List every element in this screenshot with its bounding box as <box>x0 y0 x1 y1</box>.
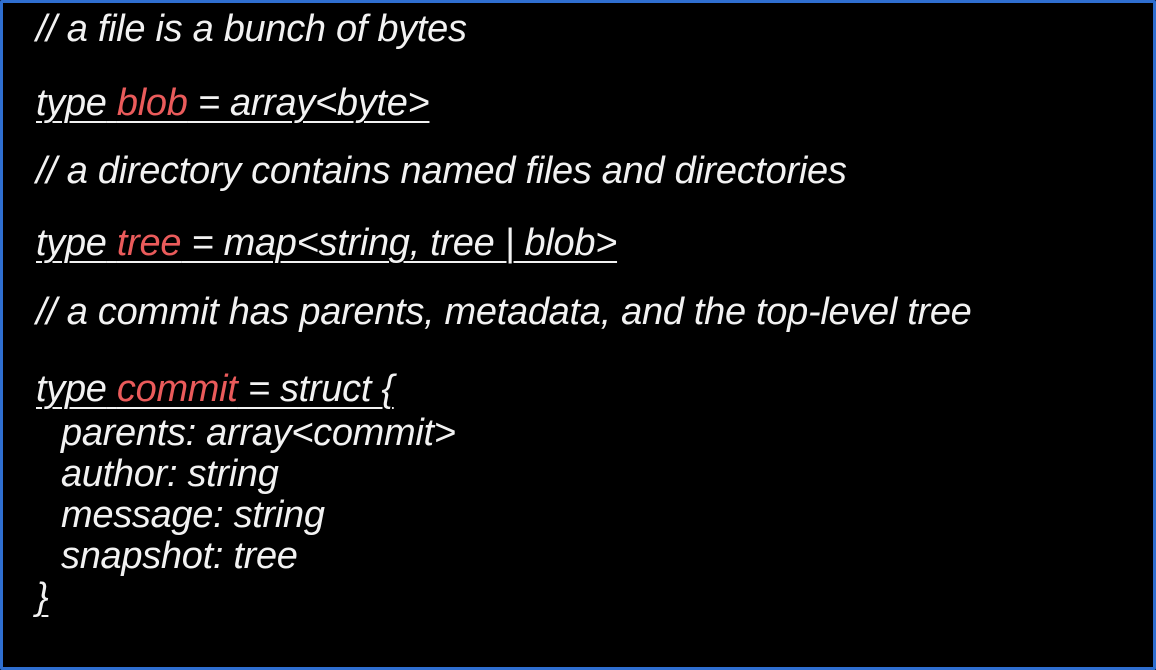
commit-field-author: author: string <box>61 453 279 495</box>
commit-type-definition: = struct { <box>237 368 394 410</box>
tree-type-definition: = map<string, tree | blob> <box>181 222 618 264</box>
struct-closing-brace: } <box>36 576 49 618</box>
type-keyword: type <box>36 222 107 264</box>
commit-type-name: commit <box>116 368 238 410</box>
blob-type-declaration: type blob = array<byte> <box>36 81 430 125</box>
comment-blob: // a file is a bunch of bytes <box>36 8 467 50</box>
blob-type-name: blob <box>116 82 188 124</box>
type-keyword: type <box>36 82 107 124</box>
blob-type-definition: = array<byte> <box>187 82 430 124</box>
tree-type-name: tree <box>116 222 182 264</box>
commit-field-message: message: string <box>61 494 325 536</box>
comment-commit: // a commit has parents, metadata, and t… <box>36 291 972 333</box>
tree-type-declaration: type tree = map<string, tree | blob> <box>36 221 617 265</box>
commit-field-snapshot: snapshot: tree <box>61 535 298 577</box>
commit-field-parents: parents: array<commit> <box>61 412 456 454</box>
type-keyword: type <box>36 368 107 410</box>
commit-type-declaration: type commit = struct { <box>36 367 394 411</box>
comment-tree: // a directory contains named files and … <box>36 150 847 192</box>
